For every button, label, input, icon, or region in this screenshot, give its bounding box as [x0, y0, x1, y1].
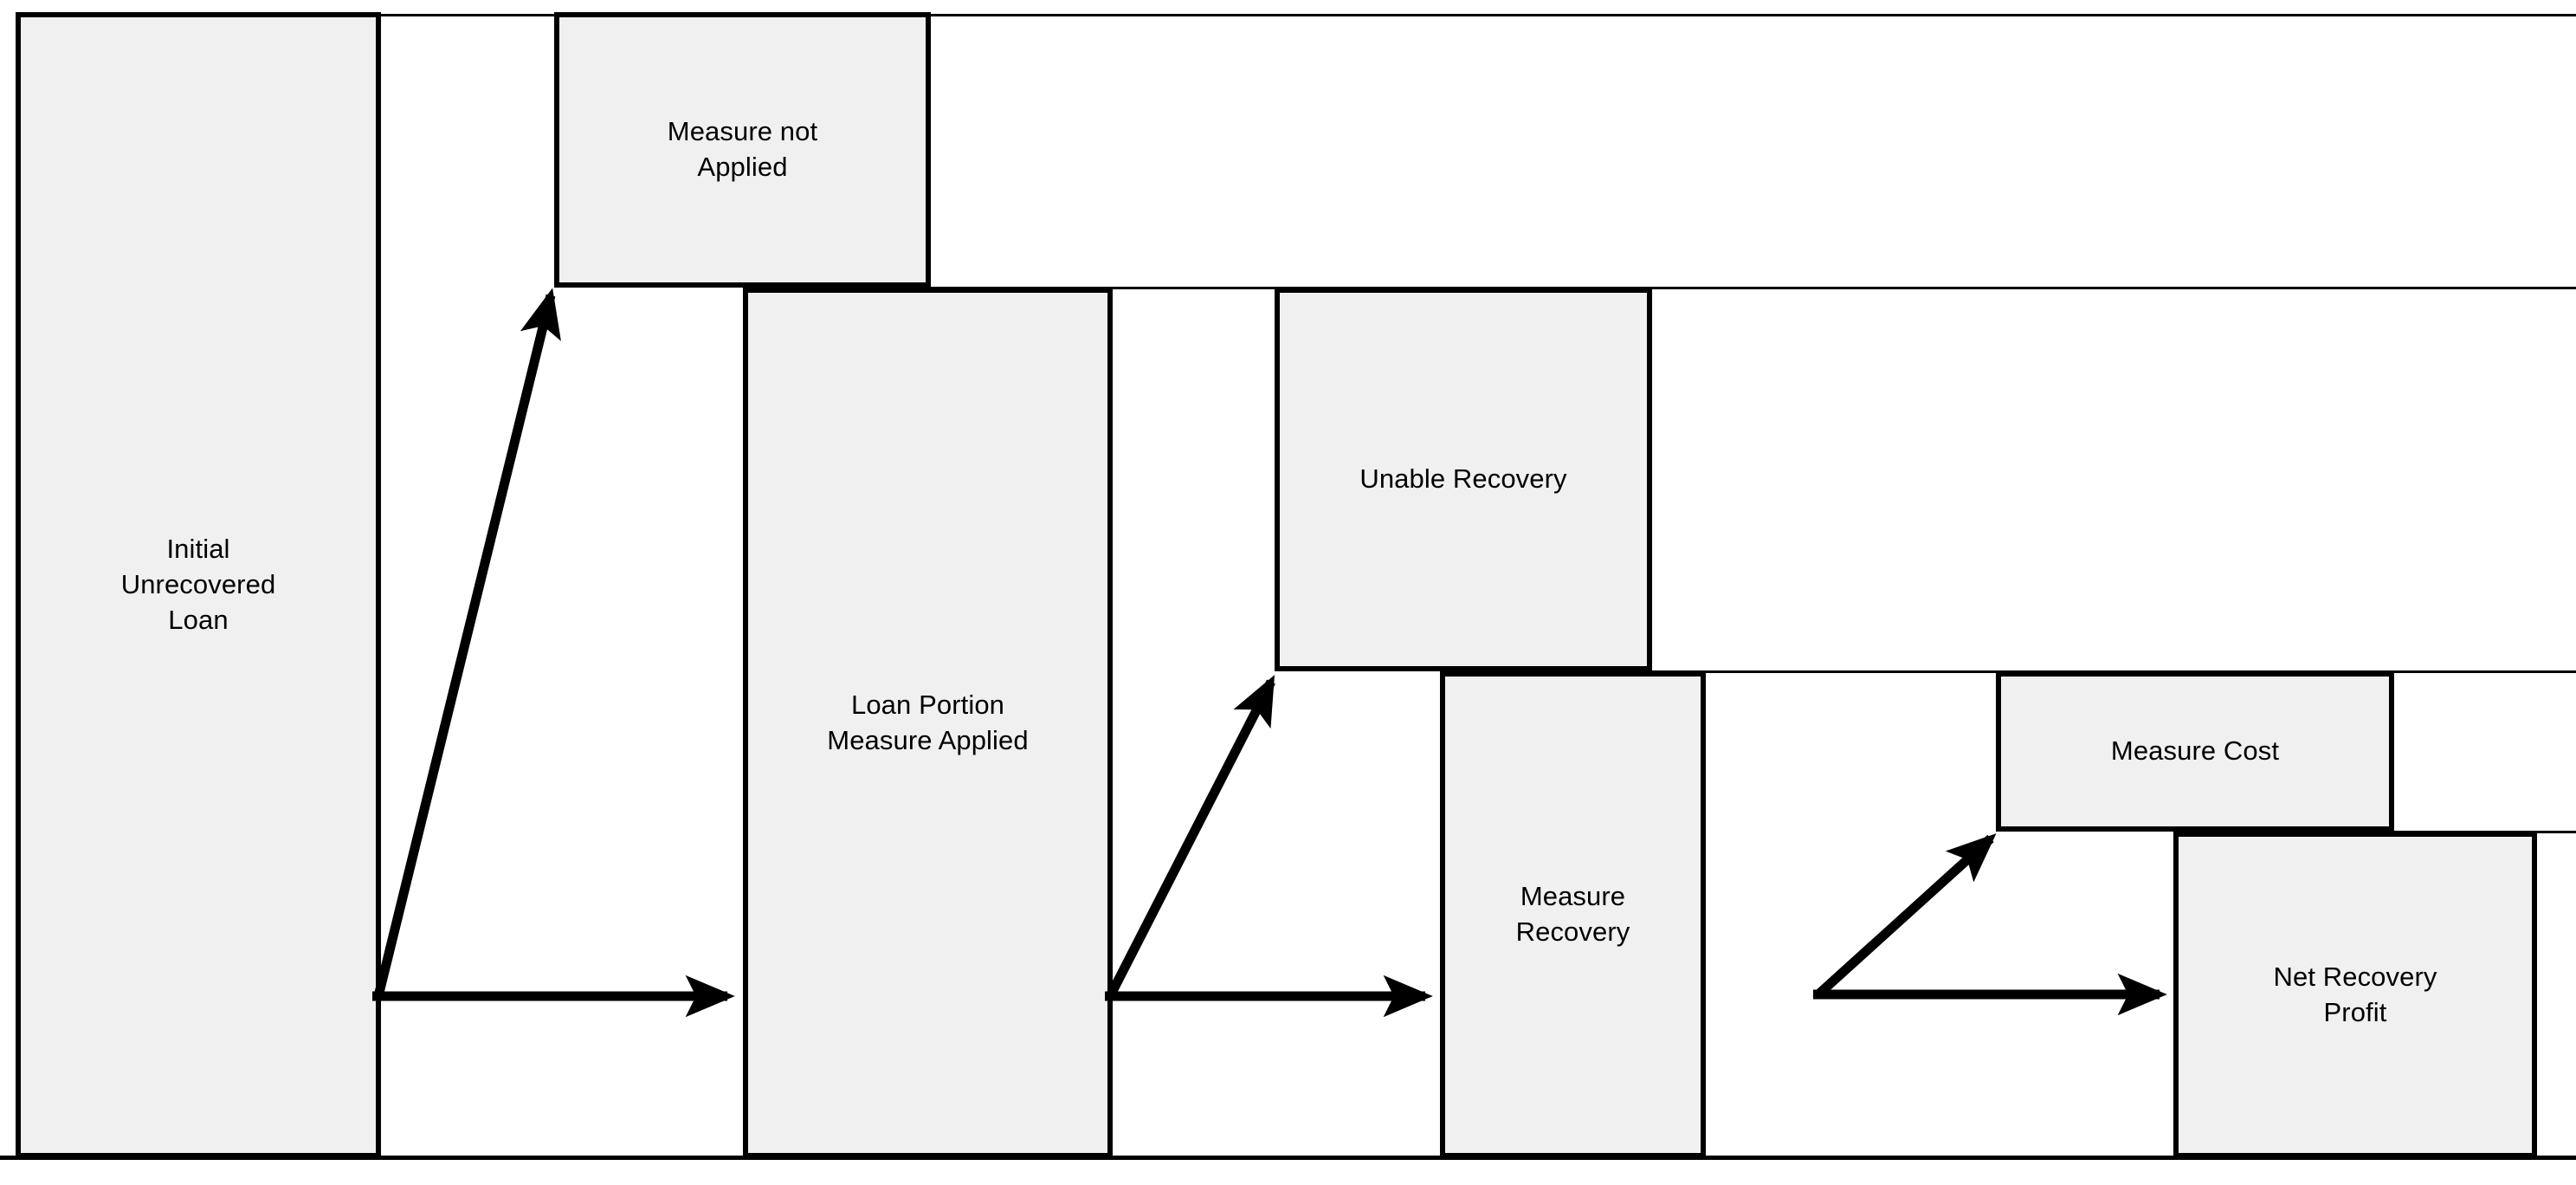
box-label-net-recovery-profit: Net Recovery Profit — [2273, 961, 2437, 1027]
box-measure-not-applied[interactable]: Measure not Applied — [554, 12, 931, 288]
box-label-measure-cost: Measure Cost — [2110, 735, 2280, 767]
box-unable-recovery[interactable]: Unable Recovery — [1275, 288, 1652, 671]
box-label-loan-portion-measure-applied: Loan Portion Measure Applied — [827, 689, 1029, 755]
box-initial-unrecovered-loan[interactable]: Initial Unrecovered Loan — [16, 12, 381, 1158]
box-label-unable-recovery: Unable Recovery — [1359, 463, 1567, 495]
arrow-split-up-2 — [1106, 675, 1275, 999]
box-net-recovery-profit[interactable]: Net Recovery Profit — [2173, 832, 2537, 1158]
box-label-measure-recovery: Measure Recovery — [1515, 881, 1630, 947]
ref-line-top — [381, 14, 2576, 16]
baseline-axis — [0, 1156, 2576, 1160]
arrow-split-up-3 — [1815, 833, 1997, 999]
ref-line-upper-mid — [926, 287, 2576, 289]
box-measure-cost[interactable]: Measure Cost — [1996, 671, 2394, 832]
box-measure-recovery[interactable]: Measure Recovery — [1440, 671, 1706, 1158]
arrow-split-up-1 — [373, 288, 561, 998]
box-label-measure-not-applied: Measure not Applied — [667, 116, 818, 182]
box-loan-portion-measure-applied[interactable]: Loan Portion Measure Applied — [743, 288, 1113, 1158]
box-label-initial-unrecovered-loan: Initial Unrecovered Loan — [120, 534, 276, 635]
